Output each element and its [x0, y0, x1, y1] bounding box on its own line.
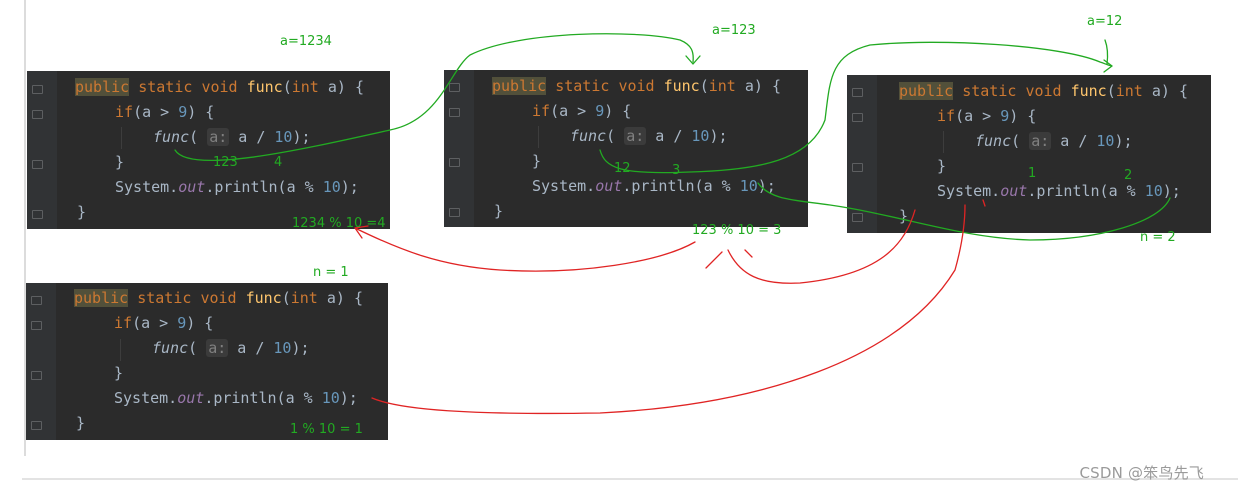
indent-guide	[943, 131, 944, 153]
code-line-signature: public static void func(int a) {	[492, 77, 781, 95]
param-hint: a:	[207, 128, 230, 146]
red-tick-p3	[982, 199, 986, 207]
note-p1-result: 1234 % 10 =4	[292, 216, 386, 231]
note-p2-top: a=123	[712, 23, 756, 38]
indent-guide	[538, 126, 539, 148]
note-p3-n: n = 2	[1140, 230, 1176, 245]
code-line-if: if(a > 9) {	[937, 107, 1037, 125]
fold-marker-icon	[31, 296, 42, 305]
code-panel-1: public static void func(int a) { if(a > …	[27, 71, 390, 229]
red-strokes	[354, 199, 986, 415]
red-arrowhead-p2	[705, 251, 723, 269]
code-panel-3: public static void func(int a) { if(a > …	[847, 75, 1211, 233]
fold-marker-icon	[449, 208, 460, 217]
note-p2-arg: 12	[614, 161, 631, 176]
green-mark-p3-top	[1104, 39, 1109, 65]
fold-marker-icon	[31, 321, 42, 330]
note-p1-arg: 123	[213, 155, 238, 170]
fold-marker-icon	[449, 158, 460, 167]
note-p4-n: n = 1	[313, 265, 349, 280]
fold-marker-icon	[31, 421, 42, 430]
code-line-close-if: }	[532, 152, 542, 170]
note-p3-rem: 2	[1124, 168, 1133, 183]
code-line-if: if(a > 9) {	[115, 103, 215, 121]
watermark: CSDN @笨鸟先飞	[1079, 464, 1204, 482]
code-line-signature: public static void func(int a) {	[74, 289, 363, 307]
green-return-p3-to-p2	[757, 182, 1171, 241]
note-p1-rem: 4	[274, 155, 283, 170]
code-line-signature: public static void func(int a) {	[75, 78, 364, 96]
fold-marker-icon	[852, 88, 863, 97]
green-strokes	[174, 33, 1171, 241]
fold-marker-icon	[449, 108, 460, 117]
fold-marker-icon	[31, 371, 42, 380]
code-panel-4: public static void func(int a) { if(a > …	[26, 283, 388, 440]
code-line-close-method: }	[899, 207, 909, 225]
code-line-call: func( a: a / 10);	[153, 128, 311, 146]
code-line-close-method: }	[77, 203, 87, 221]
indent-guide	[121, 127, 122, 149]
fold-marker-icon	[852, 163, 863, 172]
note-p4-result: 1 % 10 = 1	[290, 422, 363, 437]
gutter	[27, 71, 57, 229]
bottom-divider	[22, 478, 1238, 480]
note-p1-top: a=1234	[280, 34, 332, 49]
fold-marker-icon	[32, 210, 43, 219]
code-line-call: func( a: a / 10);	[570, 127, 728, 145]
fold-marker-icon	[449, 83, 460, 92]
green-arrow-p1-to-p2	[174, 33, 694, 162]
green-arrowhead-p2	[685, 55, 701, 65]
red-return-p3-to-p2	[727, 209, 916, 284]
code-line-if: if(a > 9) {	[532, 102, 632, 120]
code-line-call: func( a: a / 10);	[152, 339, 310, 357]
red-return-p4-to-p3	[371, 204, 966, 415]
note-p3-arg: 1	[1028, 166, 1037, 181]
code-line-if: if(a > 9) {	[114, 314, 214, 332]
code-line-print: System.out.println(a % 10);	[114, 389, 358, 407]
gutter	[847, 75, 877, 233]
code-line-print: System.out.println(a % 10);	[115, 178, 359, 196]
green-arrow-p2-to-p3	[599, 41, 1113, 174]
gutter	[444, 70, 474, 227]
param-hint: a:	[624, 127, 647, 145]
fold-marker-icon	[852, 113, 863, 122]
code-line-close-if: }	[937, 157, 947, 175]
left-margin-rule	[24, 0, 26, 456]
fold-marker-icon	[32, 110, 43, 119]
code-line-close-method: }	[76, 414, 86, 432]
note-p2-result: 123 % 10 = 3	[692, 223, 782, 238]
code-line-print: System.out.println(a % 10);	[532, 177, 776, 195]
gutter	[26, 283, 56, 440]
note-p2-rem: 3	[672, 163, 681, 178]
code-line-print: System.out.println(a % 10);	[937, 182, 1181, 200]
param-hint: a:	[1029, 132, 1052, 150]
red-arrowhead-p1	[354, 225, 369, 239]
red-return-p2-to-p1	[354, 227, 696, 272]
code-line-close-method: }	[494, 202, 504, 220]
fold-marker-icon	[32, 85, 43, 94]
fold-marker-icon	[852, 213, 863, 222]
param-hint: a:	[206, 339, 229, 357]
fold-marker-icon	[32, 160, 43, 169]
code-line-call: func( a: a / 10);	[975, 132, 1133, 150]
red-tick-p2	[744, 249, 753, 258]
code-line-signature: public static void func(int a) {	[899, 82, 1188, 100]
indent-guide	[120, 339, 121, 361]
code-line-close-if: }	[115, 153, 125, 171]
code-line-close-if: }	[114, 364, 124, 382]
code-panel-2: public static void func(int a) { if(a > …	[444, 70, 808, 227]
note-p3-top: a=12	[1087, 14, 1123, 29]
